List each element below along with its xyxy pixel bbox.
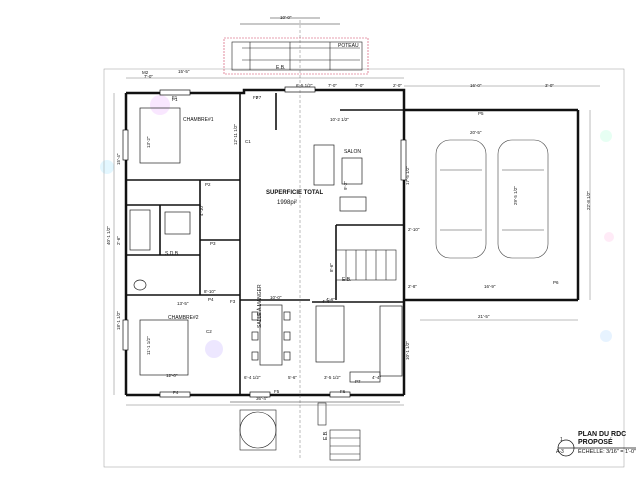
dim-label: 2'-8" [408, 284, 417, 289]
house-walls [124, 88, 580, 397]
dim-label: 2'-0" [393, 83, 402, 88]
title-block-frame [557, 439, 636, 457]
detail-number: 1 [560, 437, 563, 443]
room-label-chambre1: CHAMBRE#1 [183, 117, 214, 123]
superficie-value: 1998pi² [277, 200, 298, 206]
dim-label: 7'-0" [144, 74, 153, 79]
dim-label: 4'-10" [199, 204, 204, 216]
title-block: PLAN DU RDC PROPOSÉ ÉCHELLE: 3/16" = 1'-… [548, 428, 638, 478]
dim-label: 11'-1 1/2" [146, 336, 151, 355]
plan-title: PLAN DU RDC [578, 431, 627, 438]
decorative-blob [100, 160, 114, 174]
dim-label: 5'-6" [288, 375, 297, 380]
decorative-blob [205, 340, 223, 358]
interior-walls [126, 93, 404, 395]
dim-label: 16'-9" [484, 284, 496, 289]
dim-label: 6'-5 1/2" [296, 83, 313, 88]
tag-label: M2 [142, 70, 149, 75]
stairs [335, 249, 397, 281]
dim-label: 20'-5" [470, 130, 482, 135]
dim-label: 4'-4" [322, 299, 331, 304]
dining-table [251, 304, 291, 366]
room-label-sdb: S.D.B. [165, 251, 180, 257]
plan-scale: ÉCHELLE: 3/16" = 1'-0" [578, 449, 636, 455]
dim-label: 12'-11 1/2" [233, 123, 238, 145]
tag-label: F1 [172, 95, 178, 100]
dim-label: 9'-2" [343, 181, 348, 190]
dim-label: 3'-0" [545, 83, 554, 88]
tag-label: F5 [274, 389, 280, 394]
dim-label: 10'-0" [280, 15, 292, 20]
dim-label: 13'-2" [146, 136, 151, 148]
tag-label: F4 [173, 390, 179, 395]
tag-label: P4 [208, 297, 214, 302]
room-label-salon: SALON [344, 149, 361, 155]
dim-label: 15'-5" [178, 69, 190, 74]
dim-label: 13'-5" [177, 301, 189, 306]
dim-label: 2'-6" [116, 236, 121, 245]
decorative-blob [600, 330, 612, 342]
dim-label: 6'-4 1/2" [244, 375, 261, 380]
tag-label: P6 [553, 280, 559, 285]
bathroom-fixtures [129, 209, 191, 291]
sheet-number: A-3 [556, 449, 564, 455]
patio [230, 401, 400, 461]
garage-cars [435, 139, 549, 259]
dim-label: 7'-0" [355, 83, 364, 88]
decorative-blob [604, 232, 614, 242]
dim-label: 17'-5 1/2" [405, 166, 410, 185]
tag-label: F2 [253, 95, 259, 100]
poteau-deck [223, 17, 369, 75]
dim-label: 7'-0" [328, 83, 337, 88]
outer-frame [103, 68, 625, 468]
tag-label: F7 [256, 95, 262, 100]
dim-label: 29'-5 1/2" [513, 186, 518, 205]
decorative-blob [600, 130, 612, 142]
tag-label: C2 [206, 329, 212, 334]
salon-furniture [313, 144, 367, 212]
dim-label: 36'-4" [256, 396, 268, 401]
plan-subtitle: PROPOSÉ [578, 439, 613, 446]
tag-label: P1 [172, 97, 178, 102]
eb-label-bottom: E.B. [323, 430, 329, 440]
superficie-label: SUPERFICIE TOTAL [266, 190, 324, 196]
tag-label: P3 [210, 241, 216, 246]
dim-label: 8'-10" [204, 289, 216, 294]
tag-label: C1 [245, 139, 251, 144]
dim-label: 8'-6" [329, 263, 334, 272]
dim-label: 16'-0" [470, 83, 482, 88]
tag-label: F6 [340, 389, 346, 394]
tag-label: P7 [355, 379, 361, 384]
tag-label: F3 [230, 299, 236, 304]
dim-label: 18'-1 1/2" [116, 311, 121, 330]
dim-label: 40'-1 1/2" [106, 226, 111, 245]
beds [139, 107, 189, 376]
eb-label-top: E.B. [276, 65, 286, 71]
room-label-chambre2: CHAMBRE#2 [168, 315, 199, 321]
room-label-salle-manger: SALLE À MANGER [257, 284, 263, 328]
decorative-blob [150, 95, 170, 115]
dim-label: 10'-1 1/2" [405, 341, 410, 360]
dim-label: 10'-2 1/2" [330, 117, 349, 122]
tag-label: P5 [478, 111, 484, 116]
dim-label: 10'-0" [270, 295, 282, 300]
dimension-lines [113, 20, 600, 460]
kitchen-counters [315, 305, 403, 383]
dim-label: 3'-5 1/2" [324, 375, 341, 380]
room-label-poteau: POTEAU [338, 43, 359, 49]
dim-label: 22'-8 1/2" [586, 191, 591, 210]
eb-label-stairs: E.B. [342, 277, 352, 283]
dim-label: 12'-0" [166, 373, 178, 378]
dim-label: 2'-10" [408, 227, 420, 232]
dim-label: 4'-6" [326, 297, 335, 302]
dim-label: 21'-5" [478, 314, 490, 319]
dim-label: 4'-4" [372, 375, 381, 380]
tag-label: P2 [205, 182, 211, 187]
windows [122, 86, 407, 398]
dim-label: 15'-4" [116, 153, 121, 165]
